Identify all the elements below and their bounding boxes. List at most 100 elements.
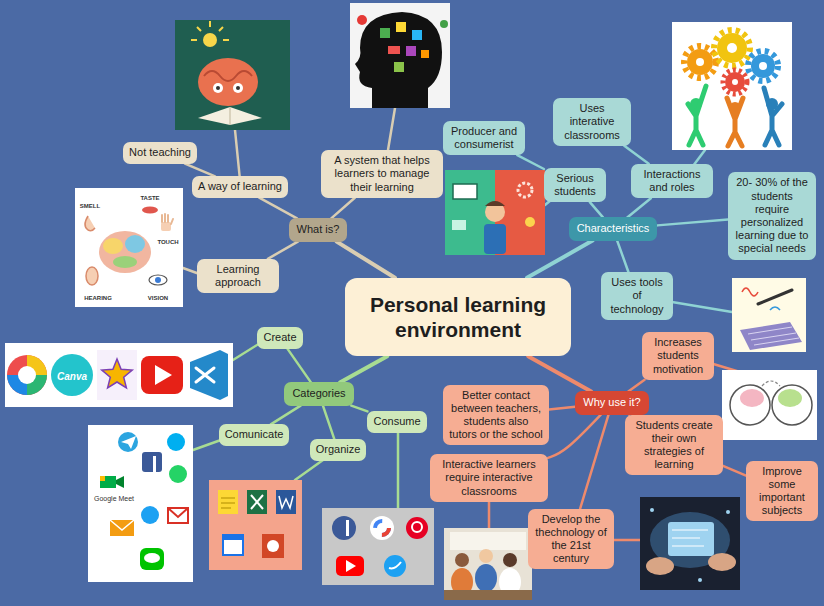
producer-consumer-picture — [485, 201, 505, 206]
producer-consumer-picture — [453, 184, 477, 199]
communicate-apps-picture — [153, 456, 156, 472]
subtopic-box: 20- 30% of the students require personal… — [728, 172, 816, 259]
keyboard-picture — [742, 288, 758, 296]
branch-line — [331, 198, 355, 219]
app-name: Google Meet — [94, 495, 134, 503]
communicate-apps-picture — [110, 520, 134, 536]
create-apps-picture — [51, 354, 93, 396]
logo-wordmark: Canva — [57, 371, 87, 382]
create-apps-picture — [196, 368, 214, 382]
create-apps-picture — [97, 350, 137, 400]
brain-idea-picture — [175, 20, 290, 130]
subtopic-box: Serious students — [544, 168, 606, 202]
head-icons-picture — [396, 22, 406, 32]
gears-people-picture — [725, 72, 745, 92]
subtopic-box: Develop the thechnology of the 21st cent… — [528, 509, 614, 570]
consume-apps-picture — [375, 521, 389, 535]
consume-apps-picture — [346, 520, 349, 536]
students-photo — [444, 528, 532, 600]
hands-tablet-photo — [726, 510, 730, 514]
consume-apps-picture — [332, 516, 356, 540]
head-icons-picture — [380, 28, 390, 38]
brain-idea-picture — [230, 107, 231, 125]
branch-line — [527, 241, 593, 278]
node-text: Learning approach — [203, 263, 273, 289]
senses-picture — [86, 267, 98, 285]
gears-people-picture — [684, 46, 716, 78]
consume-apps-picture — [375, 521, 389, 535]
gears-people-picture — [696, 58, 704, 66]
senses-picture — [125, 235, 145, 253]
node-text: Not teaching — [129, 146, 191, 159]
brain-idea-picture — [204, 71, 252, 81]
create-apps-picture — [141, 356, 183, 394]
producer-consumer-picture — [484, 224, 506, 254]
sense-label: VISION — [148, 295, 168, 302]
brain-idea-picture — [233, 83, 243, 93]
central-topic: Personal learning environment — [345, 278, 571, 356]
senses-picture — [155, 277, 161, 283]
communicate-apps-picture — [121, 436, 136, 449]
node-text: What is? — [297, 223, 340, 236]
communicate-apps-picture — [100, 476, 105, 481]
create-apps-picture — [190, 350, 228, 400]
subtopic-box: Consume — [367, 411, 426, 432]
node-text: 20- 30% of the students require personal… — [734, 176, 810, 255]
communicate-apps-picture — [169, 465, 187, 483]
producer-consumer-picture — [452, 220, 466, 230]
organize-apps-picture — [267, 540, 279, 552]
brain-idea-picture — [198, 107, 262, 125]
branch-line — [580, 415, 608, 509]
brain-idea-picture — [236, 86, 240, 90]
subtopic-box: Increases students motivation — [642, 332, 714, 380]
sense-label: TOUCH — [157, 239, 178, 246]
senses-picture — [142, 207, 158, 214]
brain-idea-picture — [216, 86, 220, 90]
two-heads-picture — [740, 389, 764, 407]
students-photo — [475, 564, 497, 592]
branch-line — [624, 146, 648, 164]
node-text: Increases students motivation — [648, 336, 708, 376]
leader-line — [183, 108, 740, 540]
branch-line — [185, 164, 215, 177]
branch-line — [617, 241, 628, 273]
branch-topic: Characteristics — [569, 217, 658, 240]
producer-consumer-picture — [518, 183, 532, 197]
gears-people-picture — [732, 79, 738, 85]
gears-people-picture — [727, 43, 737, 53]
subtopic-box: Uses tools of technology — [601, 272, 673, 320]
organize-apps-picture — [276, 490, 296, 514]
hands-tablet-photo — [640, 497, 740, 590]
node-text: Uses interative classrooms — [559, 102, 625, 142]
subtopic-box: Organize — [310, 439, 367, 460]
branch-line — [340, 356, 387, 382]
gears-people-picture — [748, 51, 778, 81]
hands-tablet-photo — [672, 530, 708, 546]
node-text: Interactions and roles — [637, 168, 707, 194]
sense-label: SMELL — [80, 203, 100, 210]
branch-line — [517, 155, 544, 169]
communicate-apps-picture — [141, 506, 159, 524]
producer-consumer-picture — [445, 170, 545, 255]
hands-tablet-photo — [698, 578, 702, 582]
two-heads-picture — [778, 389, 802, 407]
subtopic-box: Interactions and roles — [631, 164, 713, 198]
node-text: Organize — [316, 443, 361, 456]
branch-topic: What is? — [289, 218, 348, 241]
node-text: Serious students — [550, 172, 600, 198]
node-text: Comunicate — [225, 428, 284, 441]
consume-apps-picture — [406, 517, 428, 539]
senses-picture — [113, 256, 137, 268]
subtopic-box: Learning approach — [197, 259, 279, 293]
brain-idea-picture — [175, 20, 290, 130]
branch-line — [723, 466, 746, 476]
hands-tablet-photo — [708, 553, 736, 571]
gears-people-picture — [687, 49, 713, 75]
senses-picture — [99, 231, 151, 273]
head-icons-picture — [350, 3, 450, 108]
consume-apps-picture — [384, 555, 406, 577]
node-text: Producer and consumerist — [449, 125, 519, 151]
branch-line — [287, 349, 311, 383]
node-text: A way of learning — [198, 180, 282, 193]
node-text: Students create their own strategies of … — [631, 419, 717, 472]
